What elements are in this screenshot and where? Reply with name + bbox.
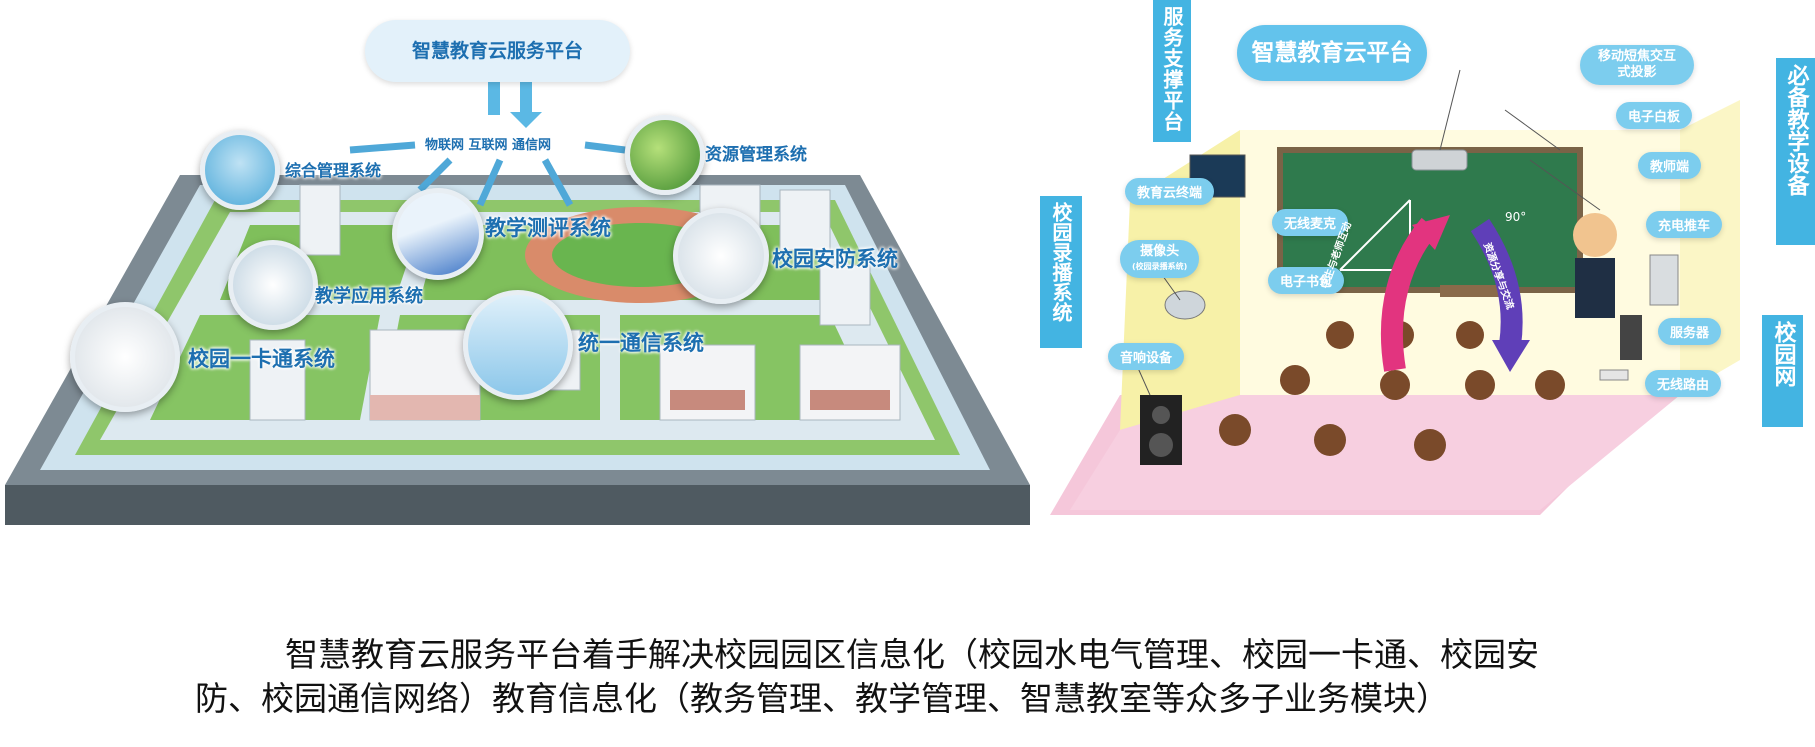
panel-required-equipment: 必备教学设备 [1776,58,1815,245]
label-whiteboard: 电子白板 [1616,102,1693,129]
label-speaker: 音响设备 [1108,343,1185,370]
cloud-education-platform-title: 智慧教育云平台 [1251,40,1413,66]
panel-service-support: 服务支撑平台 [1153,0,1191,142]
label-cloud-terminal: 教育云终端 [1125,178,1215,205]
campus-illustration: 智慧教育云服务平台 物联网 互联网 通信网 综合管理系统 资源管理系统 教学测评… [0,0,1040,540]
system-label-resource-management: 资源管理系统 [705,145,807,165]
label-e-schoolbag: 电子书包 [1268,267,1345,294]
cloud-service-platform-title: 智慧教育云服务平台 [411,40,583,62]
system-label-integrated-management: 综合管理系统 [285,161,382,180]
panel-required-equipment-text: 必备教学设备 [1783,64,1809,196]
label-projector: 移动短焦交互式投影 [1580,45,1694,85]
label-projector-text: 移动短焦交互式投影 [1597,49,1676,80]
classroom-illustration: 智慧教育云平台 服务支撑平台 校园录播系统 必备教学设备 校园网 移动短焦交互式… [1040,0,1815,540]
label-camera-text: 摄像头 [1140,244,1180,259]
chart-icon [392,188,484,280]
system-label-campus-security: 校园安防系统 [772,247,898,271]
application-icon [228,240,318,330]
label-wireless-mic: 无线麦克 [1272,209,1349,236]
resources-icon [625,115,705,195]
caption-line-2: 防、校园通信网络）教育信息化（教务管理、教学管理、智慧教室等众多子业务模块） [195,679,1449,718]
label-camera-subtext: (校园录播系统) [1132,262,1188,271]
system-label-unified-communication: 统一通信系统 [578,331,704,355]
caption-line-1: 智慧教育云服务平台着手解决校园园区信息化（校园水电气管理、校园一卡通、校园安 [285,635,1539,674]
panel-campus-network: 校园网 [1762,315,1803,427]
communication-icon [463,290,573,400]
panel-campus-network-text: 校园网 [1770,321,1796,387]
label-charging-cart: 充电推车 [1646,211,1723,238]
board-angle-label: 90° [1505,210,1527,224]
cloud-service-platform: 智慧教育云服务平台 [365,20,630,82]
panel-recording-system: 校园录播系统 [1040,196,1082,348]
label-teacher-terminal: 教师端 [1638,152,1702,179]
system-label-campus-card: 校园一卡通系统 [188,347,335,371]
caption: 智慧教育云服务平台着手解决校园园区信息化（校园水电气管理、校园一卡通、校园安 防… [195,633,1715,721]
panel-recording-system-text: 校园录播系统 [1049,202,1073,322]
label-server: 服务器 [1658,318,1722,345]
cloud-education-platform: 智慧教育云平台 [1237,25,1427,81]
label-wireless-router: 无线路由 [1645,370,1722,397]
network-label: 物联网 互联网 通信网 [425,138,552,153]
card-icon [70,302,180,412]
system-label-teaching-evaluation: 教学测评系统 [485,216,611,240]
system-label-teaching-application: 教学应用系统 [315,286,423,307]
label-camera: 摄像头 (校园录播系统) [1120,240,1200,278]
security-icon [673,208,769,304]
people-icon [200,130,280,210]
panel-service-support-text: 服务支撑平台 [1160,6,1184,132]
